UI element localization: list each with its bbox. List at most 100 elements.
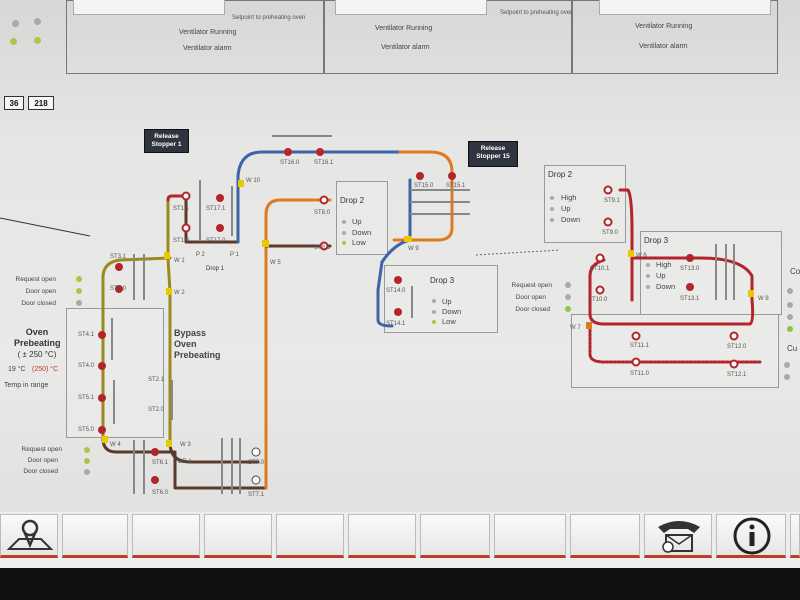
map-button[interactable]	[0, 514, 58, 558]
door-closed-label: Door closed	[515, 306, 550, 313]
indicator-lamp	[787, 314, 793, 320]
drop-3-title: Drop 3	[430, 276, 455, 285]
door-closed-lamp	[84, 469, 90, 475]
function-button-empty[interactable]	[790, 514, 800, 558]
switch-label: W 10	[246, 178, 261, 184]
station-label: ST7.1	[248, 492, 265, 498]
station-label: ST13.1	[680, 296, 700, 302]
station-label: ST12.0	[727, 344, 747, 350]
function-button-empty[interactable]	[570, 514, 640, 558]
function-button-empty[interactable]	[348, 514, 416, 558]
reference-line	[475, 249, 561, 256]
station-label: ST1.0	[173, 238, 190, 244]
drop-3-panel-a	[384, 265, 498, 333]
screen-bezel	[0, 568, 800, 600]
function-button-empty[interactable]	[420, 514, 490, 558]
conveyor-diagram	[98, 135, 762, 494]
drop-down-label: Down	[442, 307, 462, 316]
drop-low-label: Low	[352, 238, 366, 247]
right-edge-label: Cu	[787, 344, 798, 353]
map-pin-icon	[6, 519, 54, 550]
indicator-lamp	[787, 302, 793, 308]
station-label: ST3.1	[110, 254, 127, 260]
door-closed-lamp	[565, 306, 571, 312]
station-sensor	[181, 223, 191, 233]
drop-up-lamp	[646, 274, 650, 278]
function-button-empty[interactable]	[62, 514, 128, 558]
ventilator-alarm-label: Ventilator alarm	[639, 43, 688, 50]
station-sensor	[631, 331, 641, 341]
function-button-empty[interactable]	[204, 514, 272, 558]
switch-label: W 7	[570, 325, 581, 331]
switch-label: W 6	[636, 253, 647, 259]
drop-down-label: Down	[561, 215, 581, 224]
request-open-label: Request open	[15, 276, 56, 283]
function-button-empty[interactable]	[276, 514, 344, 558]
station-sensor	[595, 285, 605, 295]
info-button[interactable]	[716, 514, 786, 558]
drop-down-lamp	[646, 285, 650, 289]
station-sensor	[416, 172, 424, 180]
stop-icon	[251, 447, 261, 457]
conveyor-track	[392, 150, 454, 242]
door-open-label: Door open	[25, 288, 56, 295]
indicator-lamp	[12, 20, 19, 27]
setpoint-label-2: Setpoint to preheating oven	[500, 10, 574, 16]
conveyor-track	[101, 256, 172, 442]
drop-down-lamp	[550, 218, 554, 222]
drop-up-label: Up	[656, 271, 666, 280]
function-button-empty[interactable]	[132, 514, 200, 558]
drop-down-lamp	[342, 231, 346, 235]
indicator-lamp	[10, 38, 17, 45]
door-closed-lamp	[76, 300, 82, 306]
switch-label: W 8	[758, 296, 769, 302]
station-label: ST9.1	[604, 198, 621, 204]
station-markers	[98, 148, 739, 484]
station-label: ST10.1	[590, 266, 610, 272]
station-sensor	[729, 359, 739, 369]
drop-high-lamp	[550, 196, 554, 200]
station-label: ST6.0	[152, 490, 169, 496]
station-label: ST7.0	[248, 460, 265, 466]
ventilator-panel-right: Ventilator Running Ventilator alarm	[572, 0, 778, 74]
station-label: ST2.1	[148, 377, 165, 383]
station-sensor	[448, 172, 456, 180]
station-label: ST2.0	[148, 407, 165, 413]
drop-high-label: High	[656, 260, 672, 269]
door-closed-label: Door closed	[21, 300, 56, 307]
conveyor-track	[101, 438, 268, 490]
station-sensor	[686, 254, 694, 262]
station-label: ST14.1	[386, 321, 406, 327]
conveyor-track	[166, 198, 172, 444]
station-label: ST5.0	[78, 427, 95, 433]
station-label: ST10.0	[588, 297, 608, 303]
drop-down-label: Down	[656, 282, 676, 291]
station-label: ST17.1	[206, 206, 226, 212]
function-button-empty[interactable]	[494, 514, 566, 558]
ventilator-alarm-label: Ventilator alarm	[183, 45, 232, 52]
station-sensor	[98, 331, 106, 339]
station-label: ST14.0	[386, 288, 406, 294]
ventilator-running-label: Ventilator Running	[635, 23, 693, 30]
indicator-lamp	[784, 362, 790, 368]
indicator-lamp	[787, 326, 793, 332]
contact-button[interactable]	[644, 514, 712, 558]
door-closed-label: Door closed	[23, 468, 58, 475]
station-sensor	[181, 191, 191, 201]
switch-label: W 2	[174, 290, 185, 296]
switch-label: W 9	[408, 246, 419, 252]
drop-2-title: Drop 2	[340, 196, 365, 205]
station-label: ST16.1	[314, 160, 334, 166]
oven-temp-setpoint: (250) °C	[32, 366, 59, 373]
info-icon	[733, 517, 771, 555]
conveyor-track	[630, 256, 754, 302]
drop-up-label: Up	[561, 204, 571, 213]
station-sensor	[98, 394, 106, 402]
station-label: ST8.0	[314, 210, 331, 216]
request-open-lamp	[565, 282, 571, 288]
station-sensor	[216, 194, 224, 202]
lift-mechanisms	[111, 135, 735, 494]
